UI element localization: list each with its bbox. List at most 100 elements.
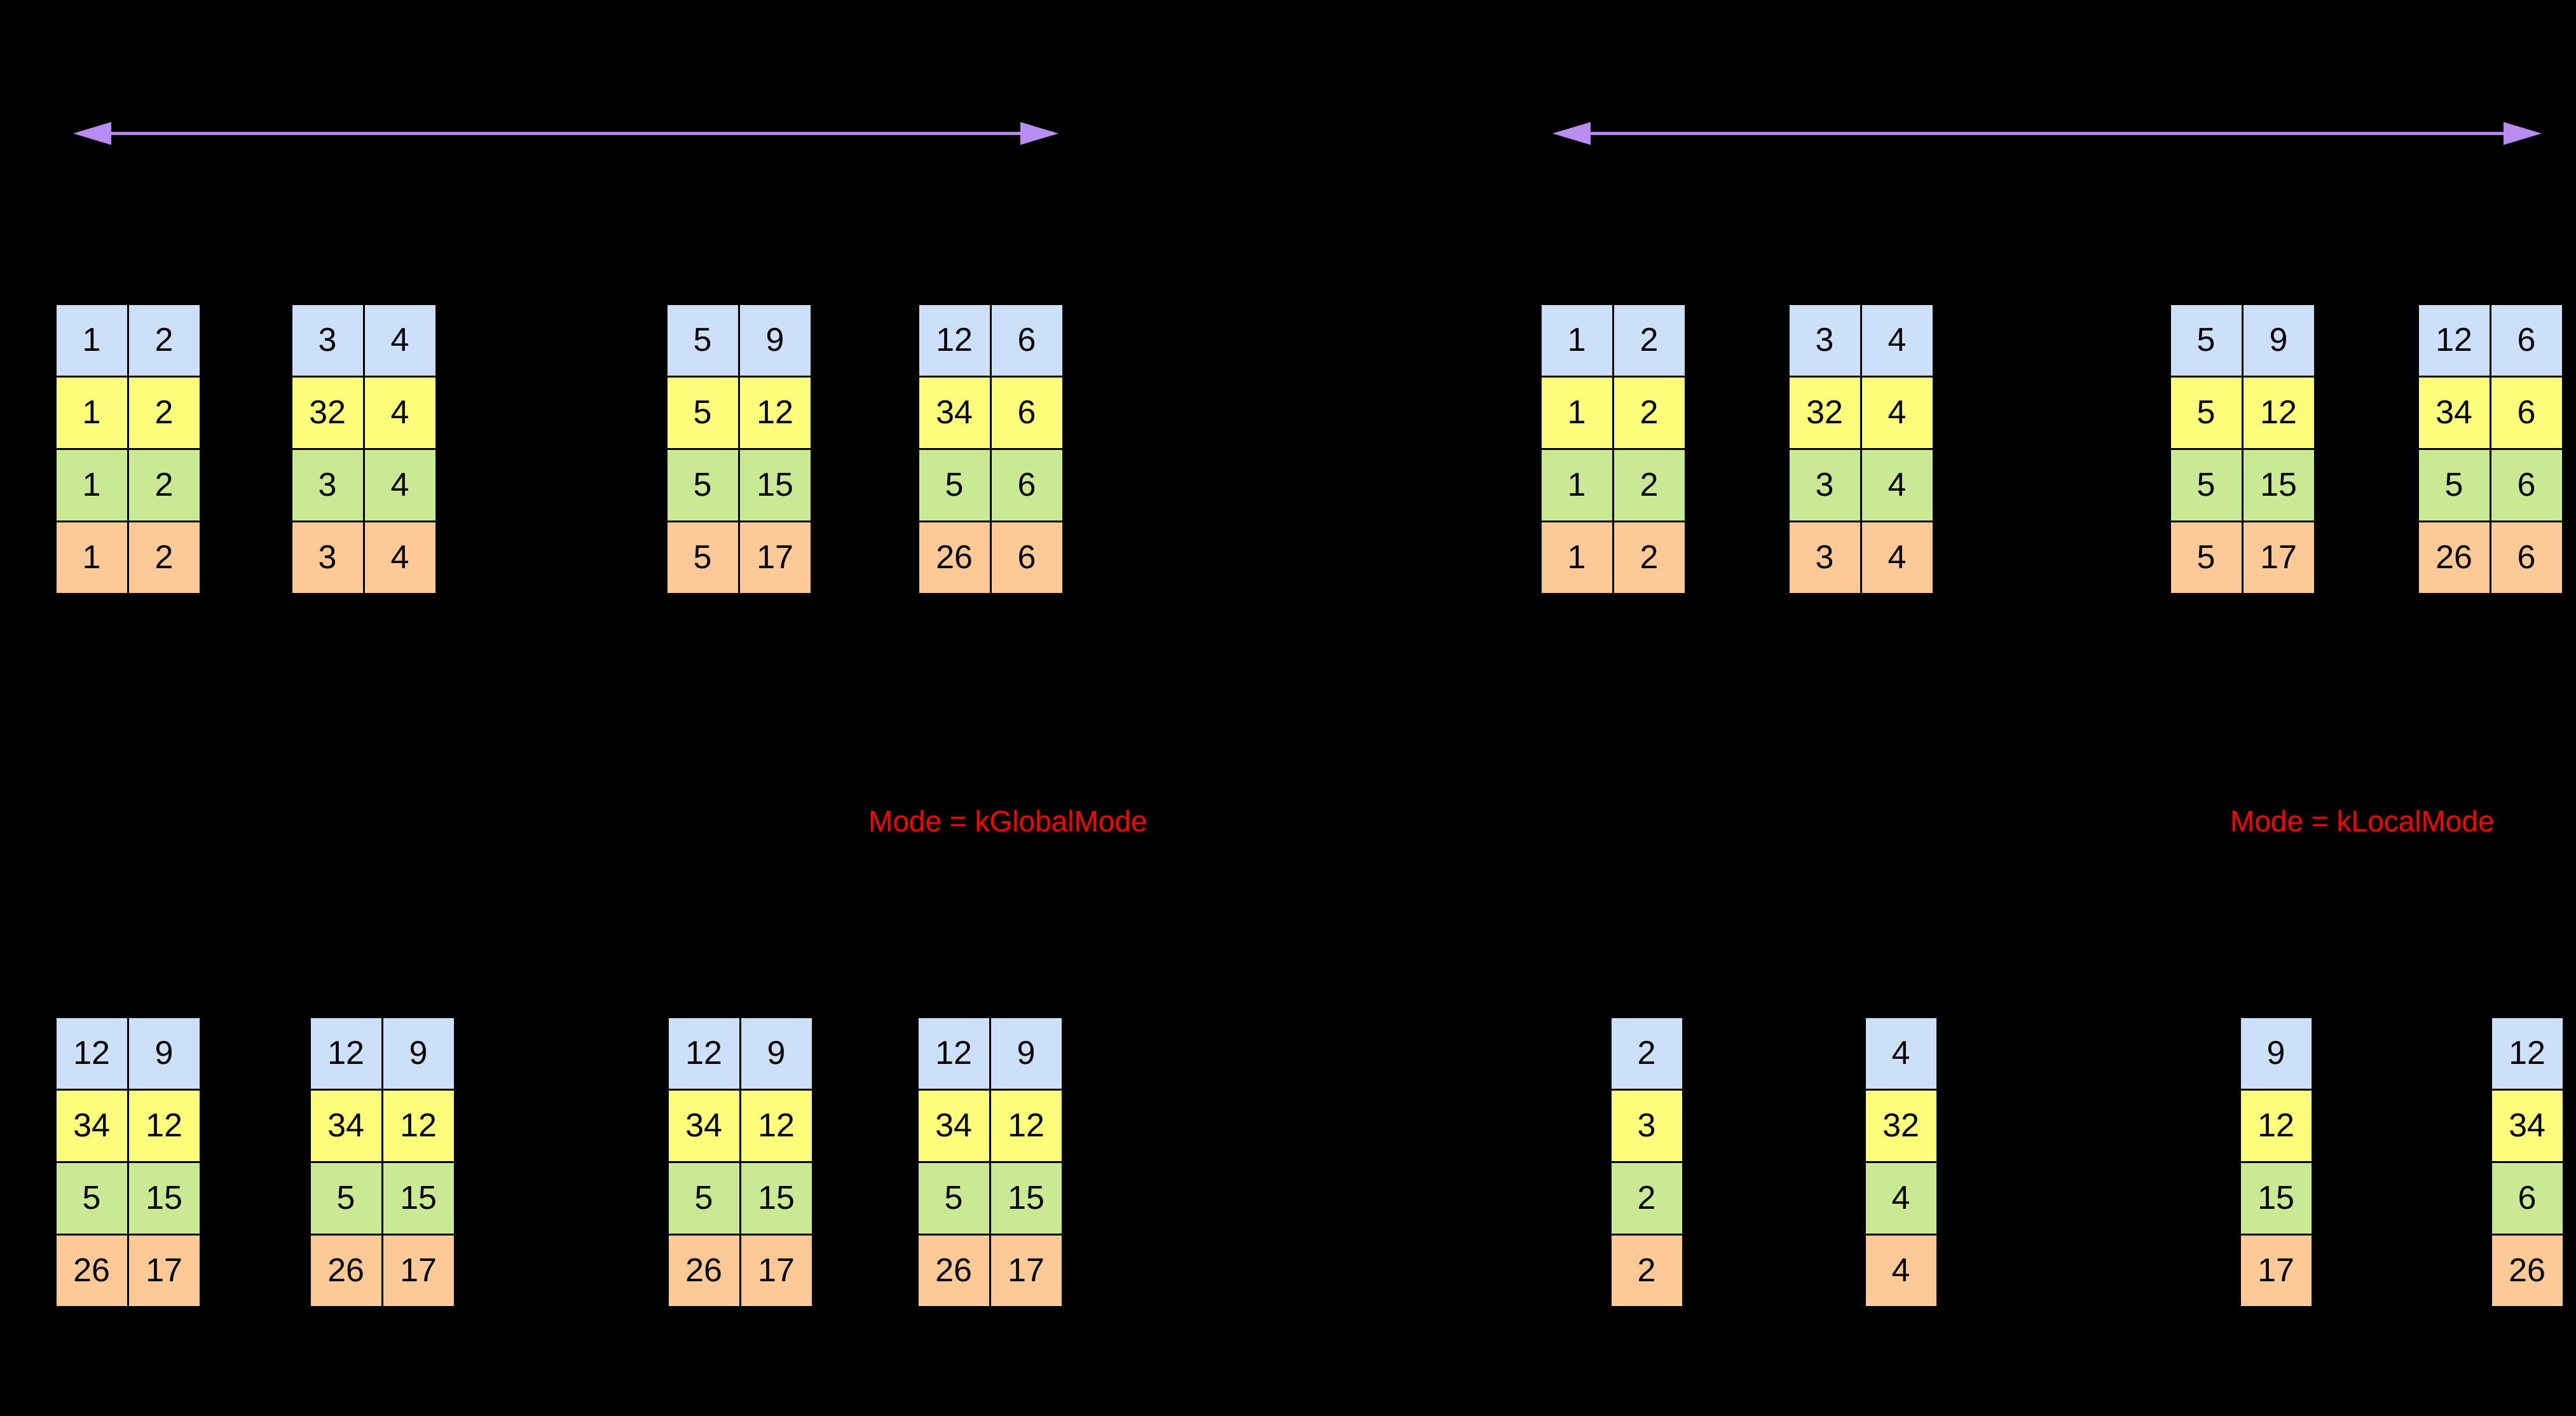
grid-cell: 6 [989,520,1064,595]
grid-cell: 12 [737,375,812,450]
grid-cell: 17 [381,1233,456,1308]
grid-cell: 9 [2241,303,2316,378]
grid-cell: 5 [666,1161,741,1236]
grid-cell: 32 [1863,1088,1938,1163]
grid-cell: 26 [917,520,992,595]
grid-cell: 12 [916,1016,991,1091]
grid-cell: 4 [1860,375,1935,450]
grid-cell: 2 [1612,447,1687,522]
grid-cell: 15 [989,1161,1064,1236]
grid-cell: 12 [2416,303,2491,378]
grid-cell: 4 [1863,1161,1938,1236]
grid-row: 4 [1863,1233,1938,1308]
grid-cell: 17 [2238,1233,2313,1308]
grid-cell: 12 [2490,1016,2565,1091]
grid-cell: 34 [917,375,992,450]
grid-row: 4 [1863,1161,1938,1236]
grid-cell: 12 [127,1088,202,1163]
grid-cell: 32 [290,375,365,450]
grid-cell: 5 [2168,375,2244,450]
grid-cell: 12 [54,1016,129,1091]
grid-cell: 17 [2241,520,2316,595]
grid-cell: 9 [127,1016,202,1091]
grid-cell: 2 [127,447,202,522]
grid-cell: 4 [1860,520,1935,595]
grid-cell: 17 [989,1233,1064,1308]
grid-cell: 2 [1609,1233,1684,1308]
grid-cell: 6 [989,375,1064,450]
grid-cell: 5 [665,447,740,522]
grid-cell: 4 [1860,447,1935,522]
grid-cell: 15 [739,1161,814,1236]
grid-cell: 2 [1609,1016,1684,1091]
grid-cell: 1 [1539,375,1614,450]
grid-cell: 12 [917,303,992,378]
grid-cell: 15 [127,1161,202,1236]
grid-cell: 1 [1539,447,1614,522]
grid-cell: 4 [1863,1016,1938,1091]
arrow-head-left-icon [73,122,111,145]
grid-row: 3 [1609,1088,1684,1163]
grid-cell: 1 [1539,520,1614,595]
grid-row: 9 [2238,1016,2313,1091]
grid-cell: 15 [2241,447,2316,522]
grid-cell: 2 [127,303,202,378]
grid-cell: 34 [54,1088,129,1163]
local-mode-span-arrow [1552,122,2542,145]
grid-cell: 17 [127,1233,202,1308]
grid-cell: 26 [308,1233,383,1308]
grid-row: 2 [1609,1233,1684,1308]
grid-cell: 4 [1863,1233,1938,1308]
grid-cell: 6 [2489,447,2564,522]
grid-cell: 2 [127,520,202,595]
grid-cell: 5 [2168,303,2244,378]
grid-cell: 2 [127,375,202,450]
grid-cell: 5 [2416,447,2491,522]
grid-cell: 4 [362,375,437,450]
grid-cell: 15 [737,447,812,522]
grid-row: 4 [1863,1016,1938,1091]
arrow-head-right-icon [2504,122,2542,145]
grid-cell: 12 [2241,375,2316,450]
grid-cell: 4 [362,303,437,378]
grid-row: 34 [2490,1088,2565,1163]
grid-cell: 5 [665,520,740,595]
grid-row: 2 [1609,1161,1684,1236]
grid-cell: 17 [737,520,812,595]
grid-cell: 12 [381,1088,456,1163]
grid-cell: 1 [1539,303,1614,378]
grid-cell: 2 [1609,1161,1684,1236]
grid-cell: 4 [1860,303,1935,378]
grid-cell: 2 [1612,303,1687,378]
